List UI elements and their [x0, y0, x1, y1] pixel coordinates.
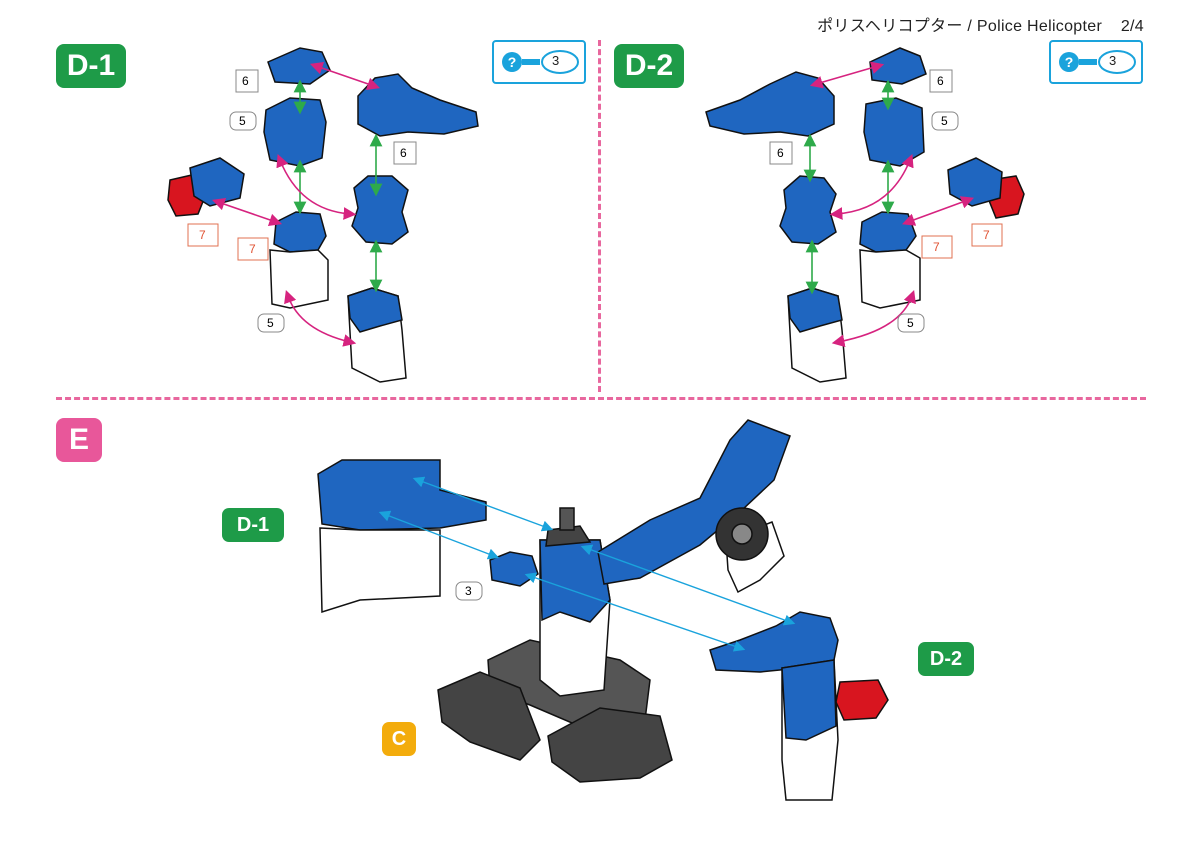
part-number: 5 [907, 316, 914, 330]
d1-part-cross-mid [351, 175, 409, 245]
e-d1-panel-top [317, 459, 487, 531]
d1-part-labels [187, 69, 417, 333]
d2-parts [705, 47, 1025, 383]
part-number: 7 [983, 228, 990, 242]
d1-part-body-white [269, 249, 329, 309]
d2-part-cross-mid [779, 175, 837, 245]
d2-part-cross-upper [863, 97, 925, 167]
part-number: 6 [242, 74, 249, 88]
d2-part-body-blue [859, 211, 917, 253]
e-skid-right [547, 707, 673, 783]
e-d1-panel-white [319, 527, 441, 614]
d1-part-body-blue [273, 211, 327, 253]
callout-c: C [382, 722, 416, 756]
horizontal-divider [56, 397, 1146, 400]
d1-parts [167, 47, 479, 383]
d2-arrows [803, 61, 975, 348]
tool-count-d2: 3 [1109, 53, 1117, 68]
d2-part-blue-side [947, 157, 1003, 207]
e-skid-left [437, 671, 541, 761]
e-d2-column-blue [781, 659, 837, 741]
e-d2-red [835, 679, 889, 721]
e-d2-wing [709, 611, 839, 673]
page-title: ポリスヘリコプター / Police Helicopter [817, 18, 1103, 35]
part-number: 6 [777, 146, 784, 160]
part-number: 5 [267, 316, 274, 330]
tool-separator-icon: ? 3 [492, 40, 586, 84]
step-badge-e: E [56, 418, 102, 462]
part-number: 5 [239, 114, 246, 128]
svg-text:?: ? [508, 54, 517, 70]
part-number: 7 [199, 228, 206, 242]
d2-part-wing [705, 71, 835, 137]
d1-part-top-flat [267, 47, 331, 85]
svg-text:?: ? [1065, 54, 1074, 70]
part-number: 5 [941, 114, 948, 128]
d1-part-blue-side [189, 157, 245, 207]
e-arrows [378, 476, 796, 652]
page-number: 2/4 [1120, 18, 1144, 35]
d1-part-cross-upper [263, 97, 327, 167]
tool-count-d1: 3 [552, 53, 560, 68]
part-number: 6 [400, 146, 407, 160]
callout-d2: D-2 [918, 642, 974, 676]
e-clip-part [489, 551, 539, 587]
d2-part-top-flat [869, 47, 927, 85]
part-number: 6 [937, 74, 944, 88]
vertical-divider [598, 40, 601, 392]
e-part-label-3-bg [455, 581, 483, 601]
d2-part-labels [769, 69, 1003, 333]
d1-part-wing [357, 73, 479, 137]
page-header: ポリスヘリコプター / Police Helicopter 2/4 [817, 12, 1144, 36]
part-number: 7 [249, 242, 256, 256]
step-badge-d2: D-2 [614, 44, 684, 88]
tool-separator-icon: ? 3 [1049, 40, 1143, 84]
part-number: 3 [465, 584, 472, 598]
e-rotor-pin [559, 507, 575, 531]
part-number: 7 [933, 240, 940, 254]
step-badge-d1: D-1 [56, 44, 126, 88]
d1-arrows [211, 62, 383, 347]
callout-d1: D-1 [222, 508, 284, 542]
